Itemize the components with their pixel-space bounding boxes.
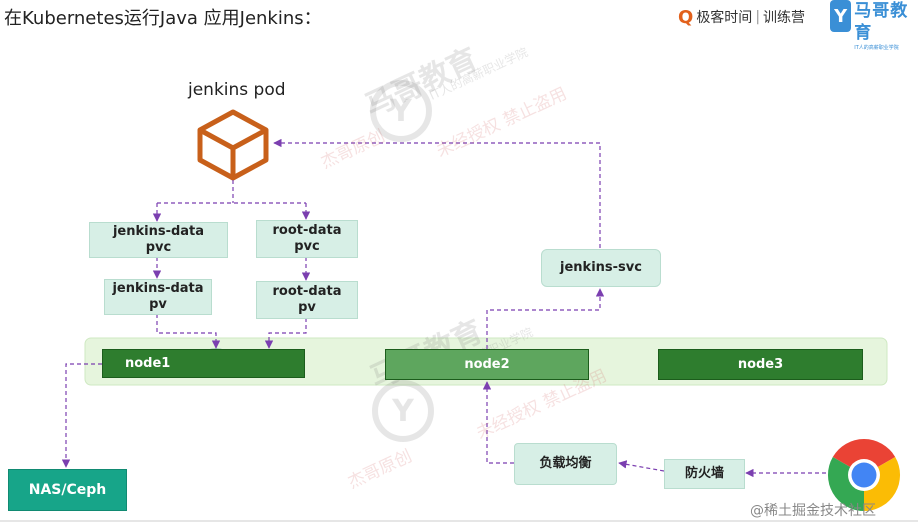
geek-time-brand: Q 极客时间 | 训练营 bbox=[678, 4, 805, 30]
firewall-box: 防火墙 bbox=[664, 459, 745, 489]
nas-ceph-label: NAS/Ceph bbox=[28, 482, 107, 498]
jenkins-svc-box: jenkins-svc bbox=[541, 249, 661, 287]
mage-edu-slogan: IT人的高薪职业学院 bbox=[854, 45, 899, 51]
arrow-root-pv-to-disk bbox=[264, 318, 307, 349]
node1-label: node1 bbox=[125, 355, 171, 371]
jenkins-svc-label: jenkins-svc bbox=[560, 260, 642, 275]
mage-edu-brand: Y 马哥教育 IT人的高薪职业学院 bbox=[830, 0, 918, 51]
mage-edu-logo: Y bbox=[830, 0, 852, 32]
arrow-lb-to-node2 bbox=[482, 381, 514, 464]
root-data-pvc-box: root-data pvc bbox=[256, 220, 358, 258]
node3-label: node3 bbox=[737, 356, 784, 372]
root-data-pv-box: root-data pv bbox=[256, 281, 358, 319]
nas-ceph-box: NAS/Ceph bbox=[8, 469, 127, 511]
chrome-browser-icon bbox=[827, 439, 901, 511]
geek-time-sub: 训练营 bbox=[763, 10, 806, 26]
arrow-jenkins-pv-to-disk bbox=[156, 314, 221, 349]
firewall-label: 防火墙 bbox=[684, 466, 724, 481]
brand-separator: | bbox=[755, 9, 761, 25]
arrow-node2-to-svc bbox=[486, 288, 605, 349]
node2-box: node2 bbox=[385, 349, 589, 380]
load-balancer-label: 负载均衡 bbox=[539, 456, 592, 471]
load-balancer-box: 负载均衡 bbox=[514, 443, 617, 485]
arrow-firewall-to-lb bbox=[618, 460, 665, 472]
root-data-pv-label: root-data pv bbox=[272, 284, 342, 315]
jenkins-data-pv-box: jenkins-data pv bbox=[104, 279, 212, 315]
node3-box: node3 bbox=[658, 349, 863, 380]
geek-time-logo: Q bbox=[678, 6, 694, 28]
arrow-node1-to-nas bbox=[61, 363, 102, 468]
node2-label: node2 bbox=[464, 356, 510, 372]
node1-box: node1 bbox=[102, 349, 305, 378]
jenkins-data-pvc-label: jenkins-data pvc bbox=[112, 224, 205, 255]
pod-label: jenkins pod bbox=[188, 80, 286, 100]
page-title: 在Kubernetes运行Java 应用Jenkins： bbox=[4, 8, 322, 29]
jenkins-data-pvc-box: jenkins-data pvc bbox=[89, 222, 228, 258]
geek-time-name: 极客时间 bbox=[696, 10, 753, 26]
arrow-svc-to-pod bbox=[273, 138, 601, 248]
mage-edu-name: 马哥教育 bbox=[854, 1, 909, 43]
root-data-pvc-label: root-data pvc bbox=[272, 223, 342, 254]
jenkins-data-pv-label: jenkins-data pv bbox=[112, 281, 204, 312]
footer-credit: @稀土掘金技术社区 bbox=[750, 503, 876, 519]
pod-cube-icon bbox=[197, 109, 269, 181]
